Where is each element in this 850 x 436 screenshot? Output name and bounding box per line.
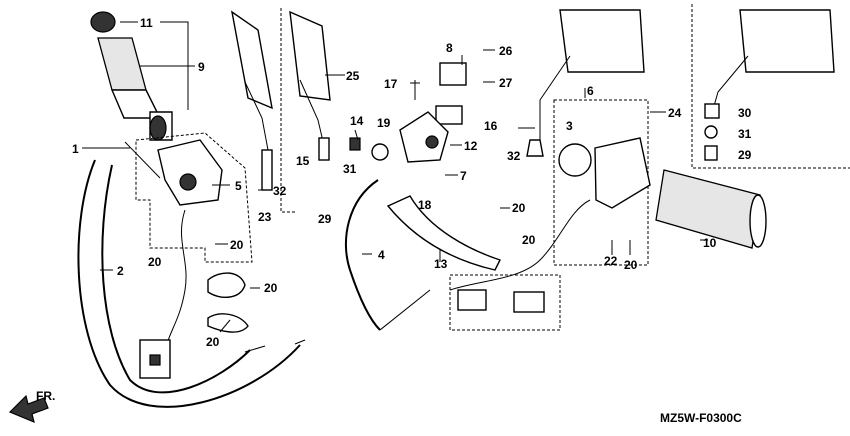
callout-30: 30: [738, 106, 752, 120]
callout-8: 8: [446, 41, 453, 55]
callout-7: 7: [460, 169, 467, 183]
callout-24: 22: [604, 254, 618, 268]
callout-15: 15: [296, 154, 310, 168]
callout-9: 9: [198, 60, 205, 74]
callout-20-c: 20: [512, 201, 526, 215]
callout-32-a: 32: [273, 184, 287, 198]
callout-31-b: 31: [738, 127, 752, 141]
callout-20-d: 20: [522, 233, 536, 247]
callout-5: 5: [235, 179, 242, 193]
throttle-grip-assembly: [90, 11, 173, 141]
callout-14: 14: [350, 114, 364, 128]
callout-29-a: 29: [318, 212, 332, 226]
callout-1: 1: [72, 142, 79, 156]
callout-3: 3: [566, 119, 573, 133]
callout-13: 13: [434, 257, 448, 271]
callout-20-a: 20: [264, 281, 278, 295]
front-direction-arrow: FR.: [8, 389, 55, 424]
callout-21: 20: [148, 255, 162, 269]
callout-18: 18: [418, 198, 432, 212]
callout-26: 23: [258, 210, 272, 224]
band-clips-left: [207, 272, 249, 333]
left-switch-group-outline: [135, 132, 253, 263]
callout-25-a: 26: [499, 44, 513, 58]
callout-16: 16: [484, 119, 498, 133]
right-harness: [449, 199, 591, 331]
direction-label: FR.: [36, 389, 55, 403]
callout-20-b: 20: [206, 335, 220, 349]
left-mirrors: [231, 8, 331, 213]
callout-11: 11: [140, 16, 153, 30]
callout-23: 20: [230, 238, 244, 252]
callout-12: 12: [464, 139, 478, 153]
lever-bracket: [349, 62, 467, 163]
callout-32-b: 32: [507, 149, 521, 163]
callout-labels: 11 9 1 2 5 23 20 20 20 20 25 15 32 31 29…: [72, 16, 752, 349]
diagram-code: MZ5W-F0300C: [660, 411, 742, 425]
right-mirror-switch: [526, 9, 651, 266]
leader-lines: [82, 21, 708, 333]
throttle-cables: [77, 141, 306, 408]
callout-10: 10: [703, 236, 717, 250]
callout-6: 6: [587, 84, 594, 98]
left-switch-housing: [139, 139, 223, 379]
callout-28: 25: [346, 69, 360, 83]
clutch-lever: [344, 179, 501, 331]
callout-31-a: 31: [343, 162, 357, 176]
callout-4: 4: [378, 248, 385, 262]
callout-19: 19: [377, 116, 391, 130]
callout-27: 24: [668, 106, 682, 120]
callout-17: 17: [384, 77, 398, 91]
callout-22: 20: [624, 258, 638, 272]
callout-2: 2: [117, 264, 124, 278]
callout-25-b: 27: [499, 76, 513, 90]
callout-29-b: 29: [738, 148, 752, 162]
mirror-inset: [691, 4, 850, 169]
right-grip: [655, 169, 767, 249]
